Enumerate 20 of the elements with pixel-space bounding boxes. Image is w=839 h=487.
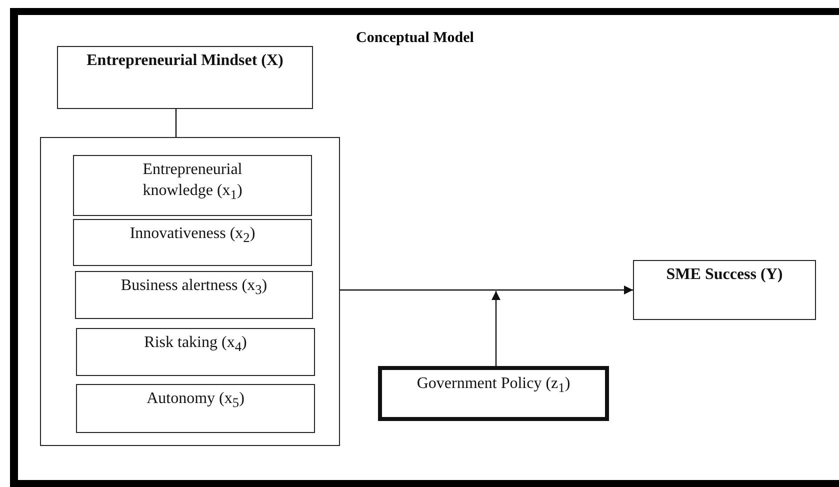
box-label: Business alertness (x$_{3}$) bbox=[120, 276, 268, 298]
concept-box bbox=[73, 219, 312, 266]
box-label: SME Success (Y) bbox=[665, 265, 784, 285]
arrow bbox=[492, 291, 500, 366]
box-label: Innovativeness (x$_{2}$) bbox=[128, 224, 256, 246]
box-label: Entrepreneurial knowledge (x$_{1}$) bbox=[142, 160, 244, 204]
concept-box bbox=[633, 260, 816, 320]
concept-box bbox=[57, 46, 313, 109]
arrow bbox=[340, 286, 633, 294]
concept-box bbox=[76, 384, 315, 433]
box-label: Risk taking (x$_{4}$) bbox=[143, 333, 248, 356]
group-box bbox=[40, 137, 340, 446]
diagram-title: Conceptual Model bbox=[356, 30, 474, 47]
concept-box bbox=[76, 328, 315, 376]
box-label: Autonomy (x$_{5}$) bbox=[146, 389, 246, 412]
box-label: Entrepreneurial Mindset (X) bbox=[86, 51, 284, 71]
concept-box bbox=[75, 271, 313, 319]
moderator-box bbox=[378, 366, 609, 421]
concept-box bbox=[73, 155, 312, 216]
box-label: Government Policy (z$_{1}$) bbox=[416, 374, 572, 396]
